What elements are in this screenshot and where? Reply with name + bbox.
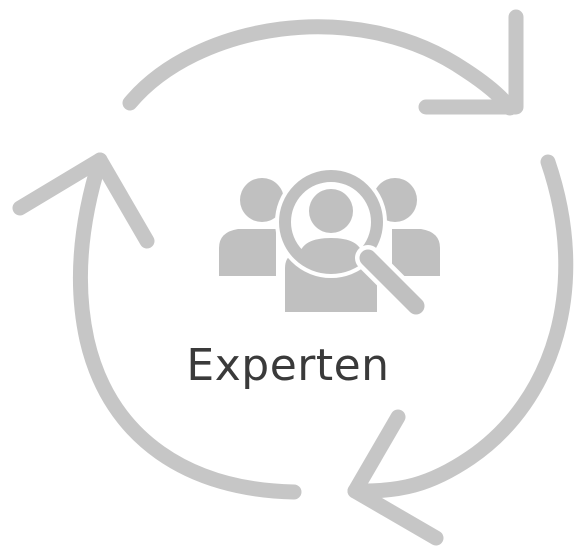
inner-person-head [309, 189, 353, 233]
top-arrowhead-icon [418, 9, 524, 115]
right-arc [347, 154, 574, 499]
left-person-body [219, 229, 276, 276]
center-label: Experten [186, 340, 390, 391]
inner-person-body [299, 238, 363, 266]
top-arc [122, 19, 518, 116]
left-arc [73, 152, 302, 500]
refresh-cycle-icon [12, 9, 574, 546]
left-arrowhead-icon [12, 152, 155, 249]
left-person-head [240, 178, 284, 222]
experts-search-icon [219, 166, 440, 319]
handle [359, 249, 425, 315]
right-person-body [392, 229, 440, 276]
bottom-arrowhead-icon [347, 409, 444, 546]
